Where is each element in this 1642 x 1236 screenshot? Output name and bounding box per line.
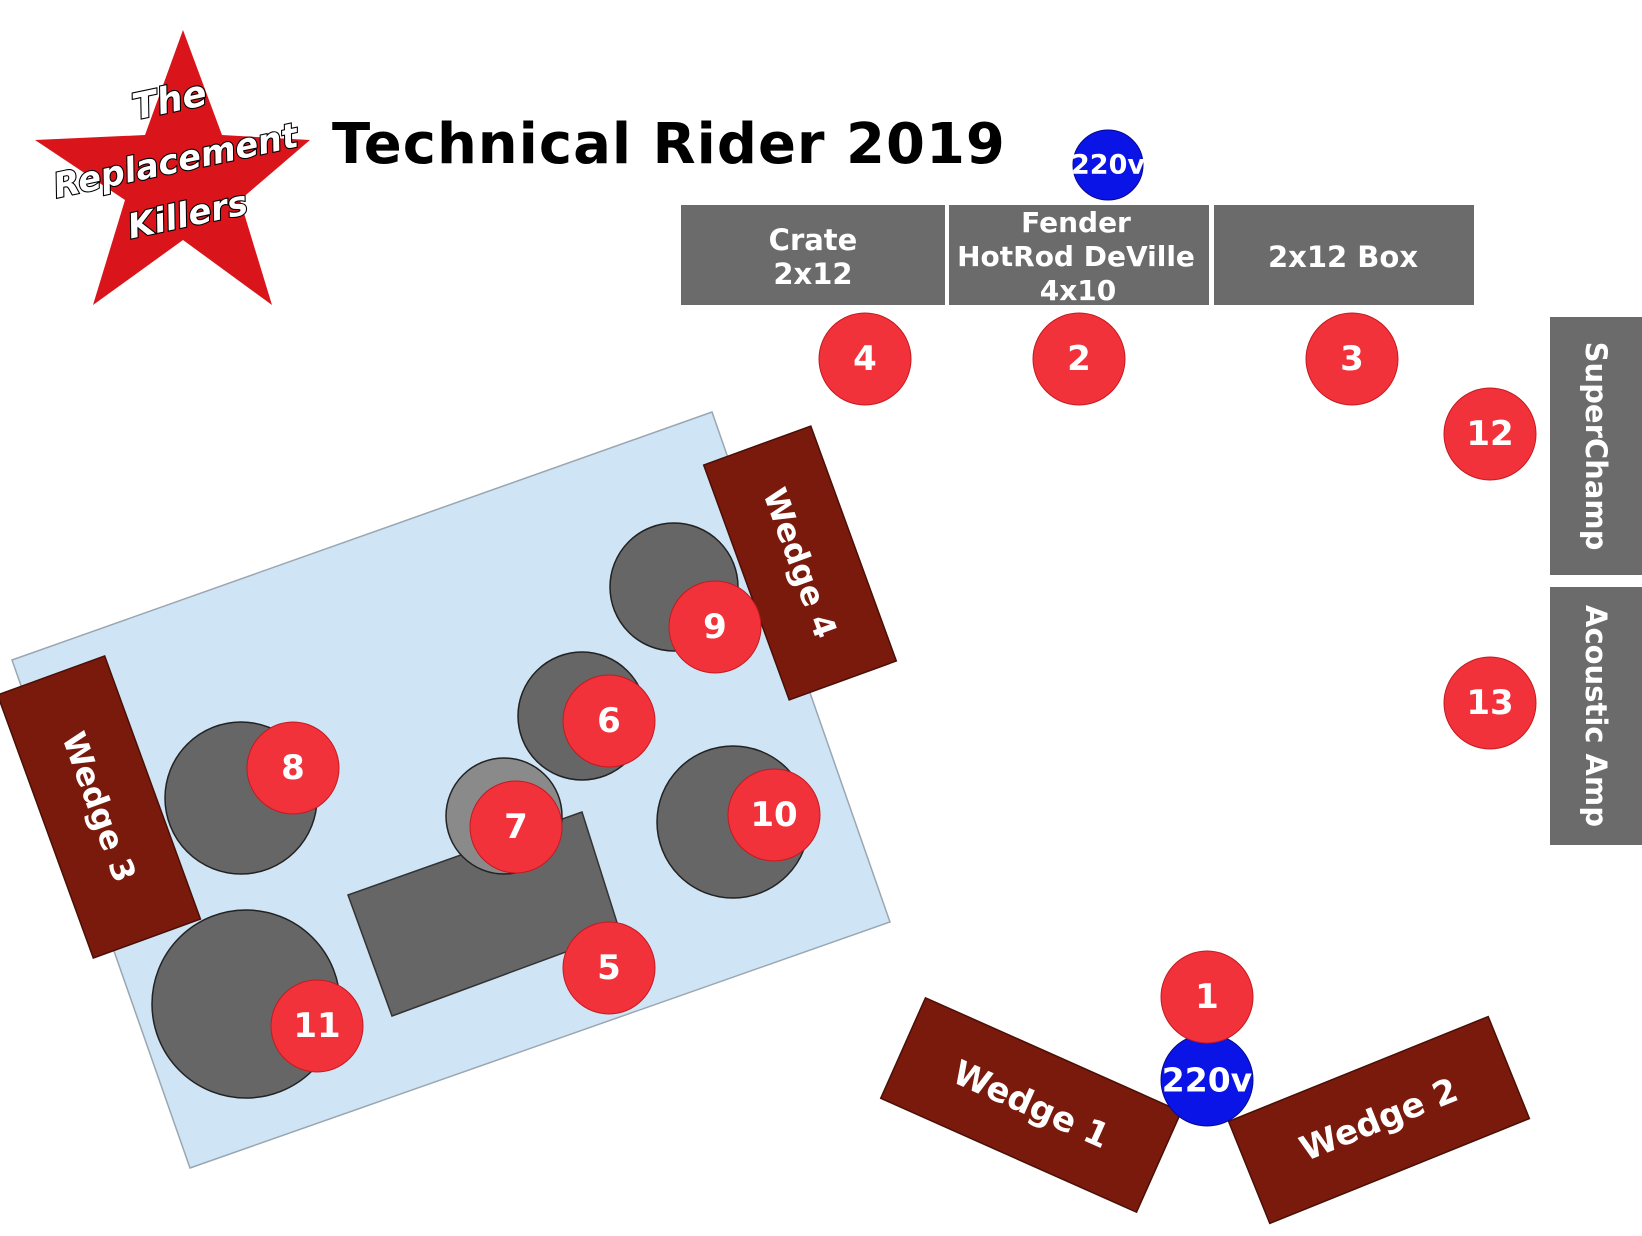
amp-crate: Crate 2x12 [681, 205, 945, 305]
wedge-4: Wedge 4 [702, 425, 898, 701]
mic-9-label: 9 [703, 607, 727, 647]
mic-marker-11: 11 [270, 979, 364, 1073]
power-outlet-bottom: 220v [1160, 1033, 1254, 1127]
amp-box-label: 2x12 Box [1268, 240, 1418, 274]
amp-fender-label-1: Fender [1021, 206, 1131, 239]
mic-4-label: 4 [853, 339, 877, 379]
mic-7-label: 7 [504, 807, 528, 847]
mic-10-label: 10 [750, 795, 797, 835]
amp-acoustic: Acoustic Amp [1550, 587, 1642, 845]
mic-marker-9: 9 [668, 580, 762, 674]
page-title: Technical Rider 2019 [332, 112, 1006, 177]
mic-marker-12: 12 [1443, 387, 1537, 481]
mic-1-label: 1 [1195, 977, 1219, 1017]
mic-marker-1: 1 [1160, 950, 1254, 1044]
wedge-2: Wedge 2 [1227, 1015, 1531, 1225]
amp-fender-label-3: 4x10 [1040, 274, 1117, 307]
logo-star-icon [35, 30, 310, 305]
amp-crate-label-1: Crate [769, 223, 858, 257]
mic-2-label: 2 [1067, 339, 1091, 379]
power-outlet-top: 220v [1071, 129, 1145, 201]
band-logo: The Replacement Killers [35, 30, 310, 305]
logo-line-1: The [129, 73, 211, 129]
amp-2x12-box: 2x12 Box [1214, 205, 1474, 305]
mic-marker-3: 3 [1305, 312, 1399, 406]
wedge-3: Wedge 3 [0, 654, 202, 960]
mic-marker-8: 8 [246, 721, 340, 815]
mic-marker-13: 13 [1443, 656, 1537, 750]
amp-crate-label-2: 2x12 [773, 257, 852, 291]
amp-acoustic-label: Acoustic Amp [1579, 605, 1613, 827]
mic-12-label: 12 [1466, 414, 1513, 454]
mic-marker-6: 6 [562, 674, 656, 768]
mic-3-label: 3 [1340, 339, 1364, 379]
mic-marker-4: 4 [818, 312, 912, 406]
amp-fender: Fender HotRod DeVille 4x10 [949, 205, 1209, 307]
power-bottom-label: 220v [1162, 1061, 1253, 1100]
amp-superchamp-label: SuperChamp [1579, 342, 1613, 551]
mic-marker-10: 10 [727, 768, 821, 862]
mic-marker-2: 2 [1032, 312, 1126, 406]
mic-5-label: 5 [597, 948, 621, 988]
mic-marker-7: 7 [469, 780, 563, 874]
amp-fender-label-2: HotRod DeVille [957, 240, 1195, 273]
mic-11-label: 11 [293, 1006, 340, 1046]
mic-marker-5: 5 [562, 921, 656, 1015]
mic-8-label: 8 [281, 748, 305, 788]
amp-superchamp: SuperChamp [1550, 317, 1642, 575]
mic-13-label: 13 [1466, 683, 1513, 723]
wedge-1: Wedge 1 [879, 996, 1183, 1214]
power-top-label: 220v [1071, 150, 1145, 181]
mic-6-label: 6 [597, 701, 621, 741]
